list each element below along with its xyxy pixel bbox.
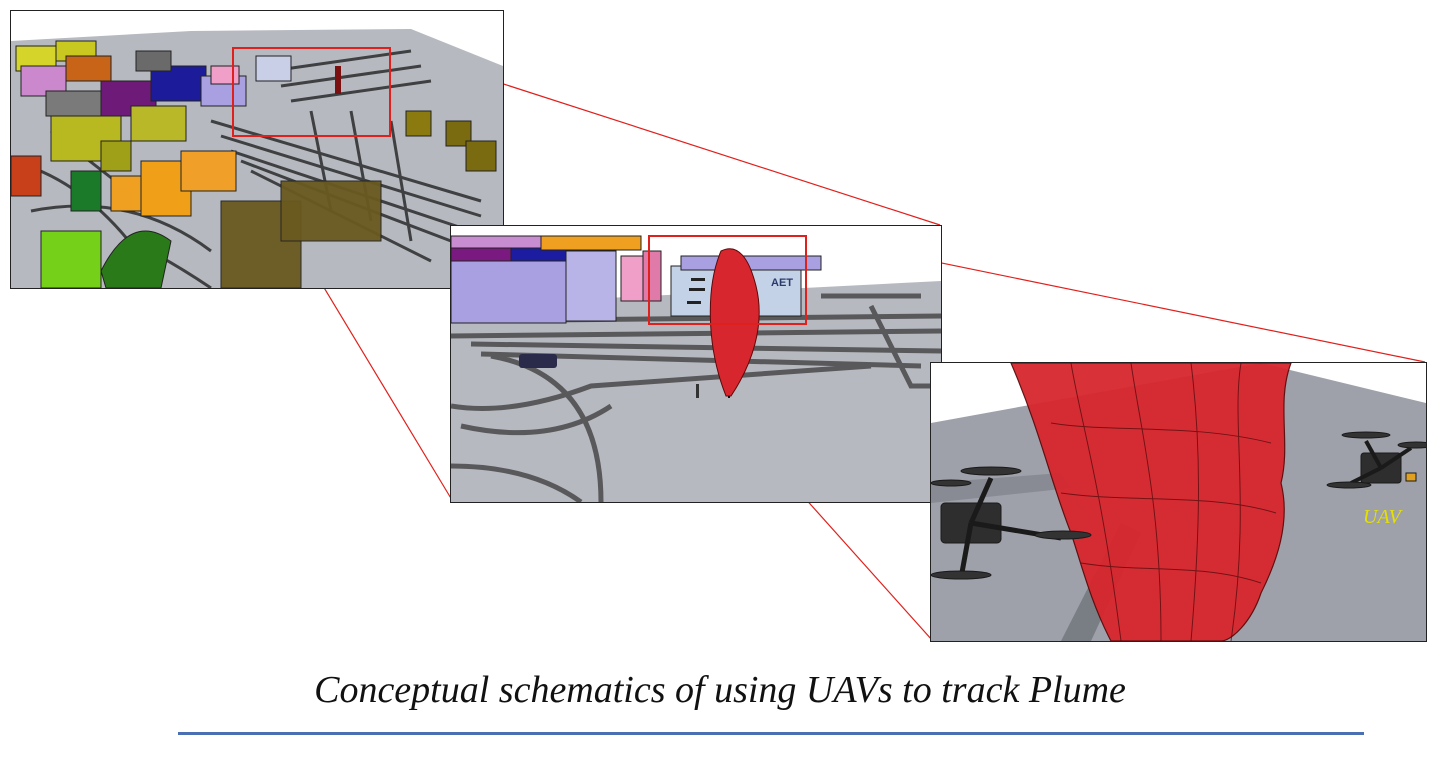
plume-closeup bbox=[1010, 363, 1292, 641]
mid-zoom-panel: AET bbox=[450, 225, 942, 503]
closeup-panel: UAV bbox=[930, 362, 1427, 642]
uav-label: UAV bbox=[1363, 506, 1404, 528]
caption-underline bbox=[178, 732, 1364, 735]
uav-left bbox=[931, 466, 1092, 580]
figure-caption: Conceptual schematics of using UAVs to t… bbox=[314, 669, 1126, 711]
building-label-aet: AET bbox=[771, 277, 793, 289]
plume-mid bbox=[709, 248, 760, 397]
campus-overview-panel bbox=[10, 10, 504, 289]
uav-right bbox=[1326, 431, 1426, 489]
mid-zoom-box bbox=[648, 235, 807, 325]
overview-zoom-box bbox=[232, 47, 391, 137]
